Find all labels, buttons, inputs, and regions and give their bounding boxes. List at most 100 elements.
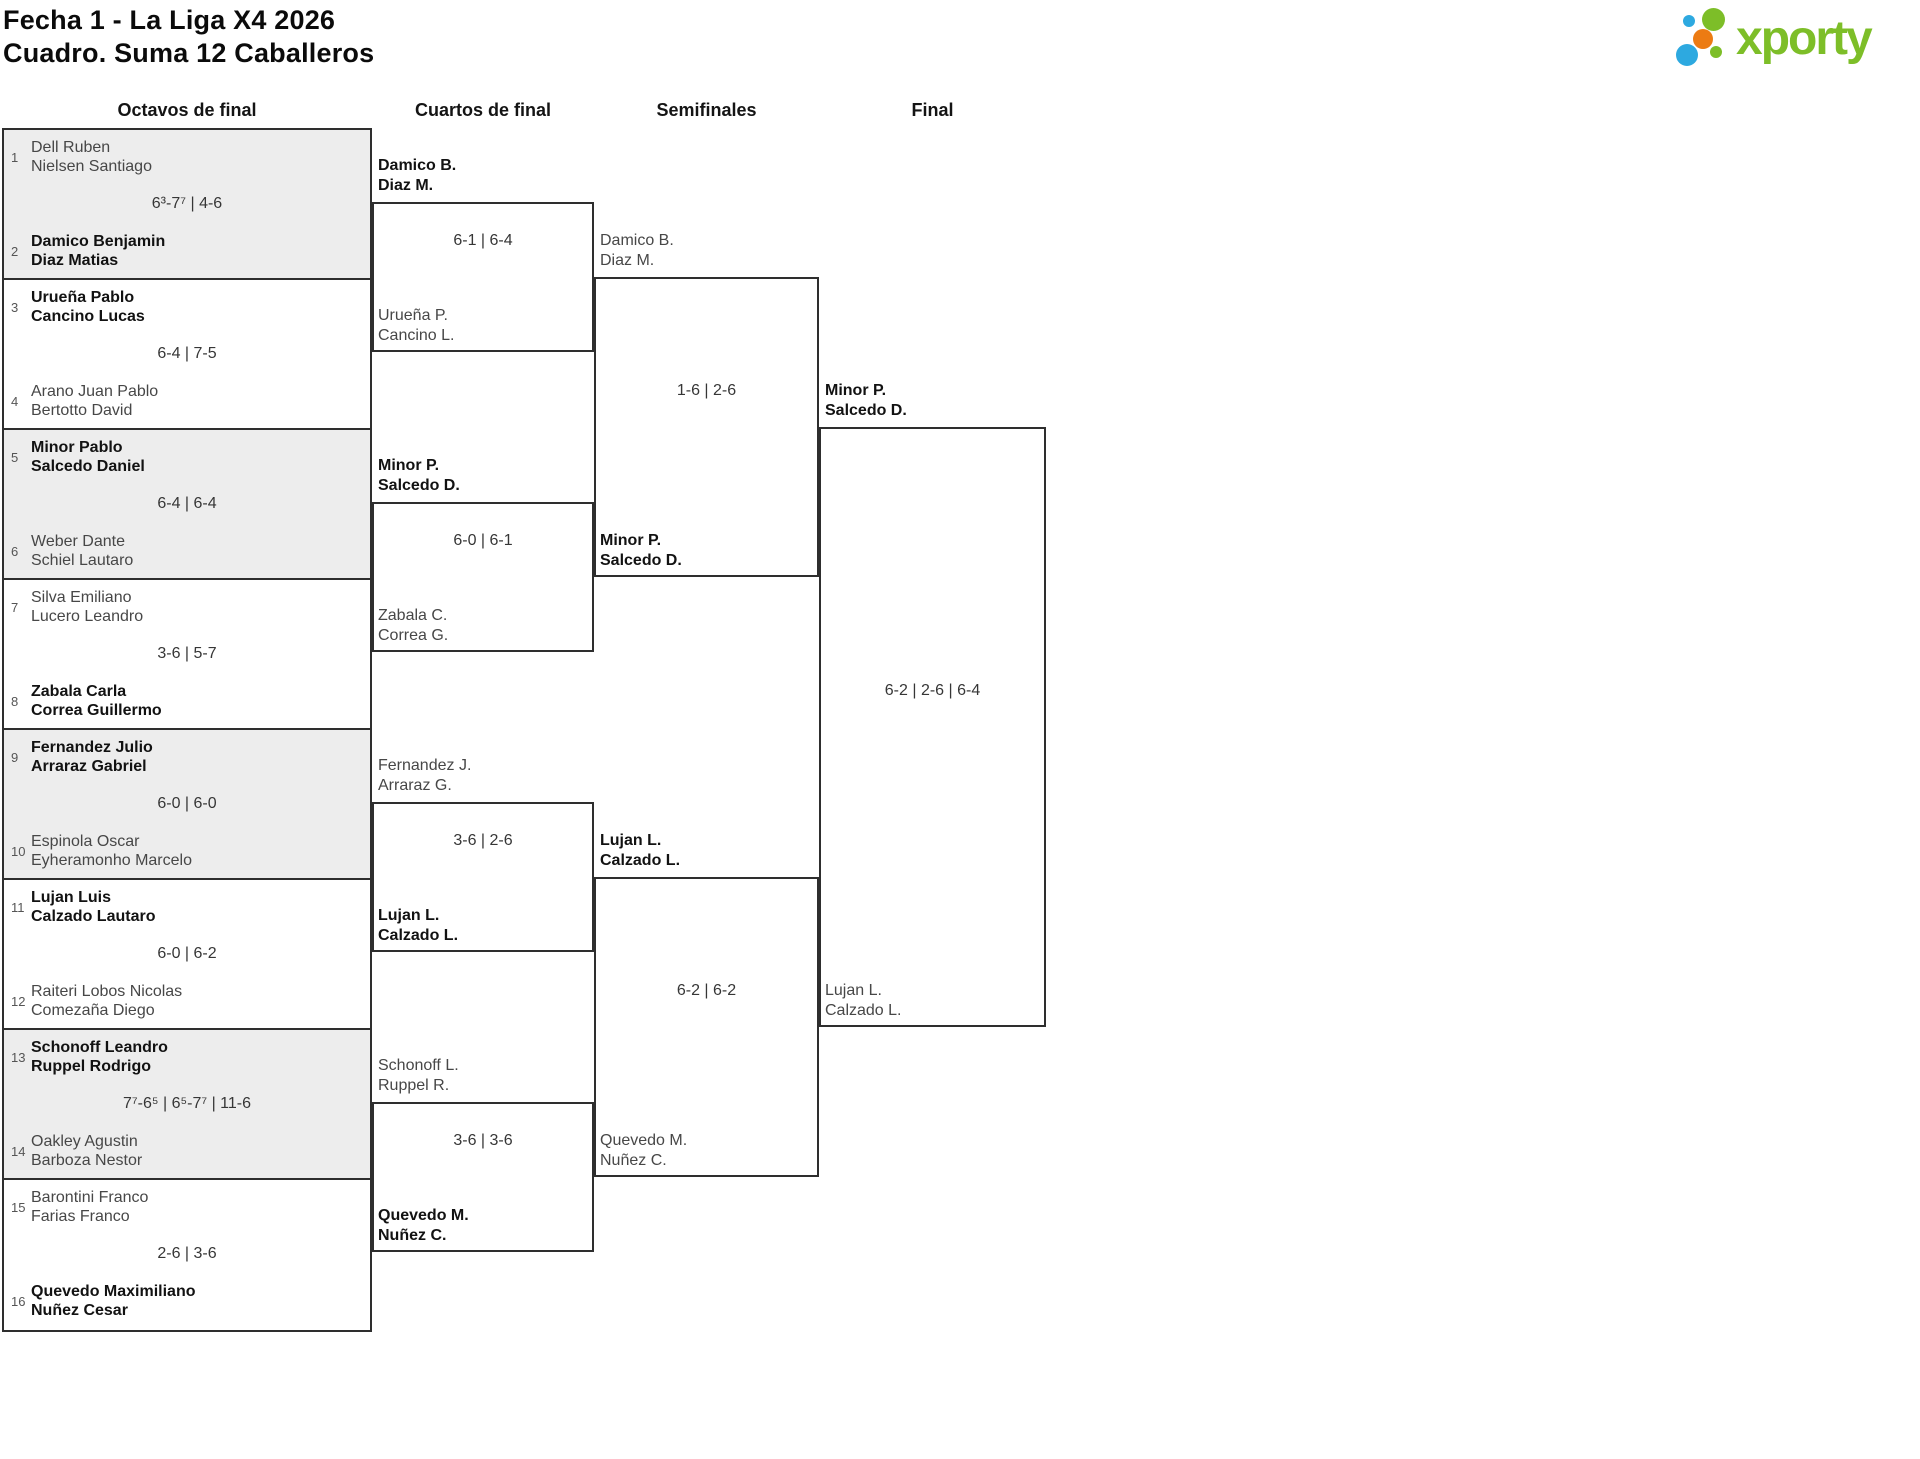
cuartos-4-team-bottom: Quevedo M. Nuñez C. — [378, 1206, 469, 1246]
player-name: Correa G. — [378, 627, 449, 644]
player-name: Zabala Carla — [31, 683, 127, 700]
player-name: Urueña Pablo — [31, 289, 135, 306]
logo-dot-small-green — [1710, 46, 1722, 58]
player-name: Bertotto David — [31, 402, 133, 419]
match-score: 6-0 | 6-2 — [157, 945, 217, 962]
player-name: Salcedo D. — [378, 477, 460, 494]
player-name: Urueña P. — [378, 307, 448, 324]
logo-wordmark: xporty — [1736, 12, 1873, 65]
seed-number: 2 — [11, 244, 19, 259]
match-score: 3-6 | 5-7 — [157, 645, 217, 662]
player-name: Oakley Agustin — [31, 1133, 138, 1150]
seed-number: 12 — [11, 994, 26, 1009]
player-name: Lujan L. — [825, 982, 882, 999]
player-name: Weber Dante — [31, 533, 125, 550]
match-score: 6-2 | 2-6 | 6-4 — [884, 682, 981, 699]
player-name: Damico B. — [600, 232, 674, 249]
round-header-final: Final — [911, 100, 954, 120]
round-header-semifinales: Semifinales — [656, 100, 757, 120]
cuartos-2-team-top: Minor P. Salcedo D. — [378, 456, 460, 496]
player-name: Salcedo D. — [825, 402, 907, 419]
octavos-match-6: 11 Lujan Luis Calzado Lautaro 6-0 | 6-2 … — [4, 880, 370, 1030]
semifinal-1-team-top: Damico B. Diaz M. — [600, 231, 674, 271]
player-name: Fernandez Julio — [31, 739, 153, 756]
seed-number: 13 — [11, 1050, 26, 1065]
semifinal-2-box: 6-2 | 6-2 — [594, 877, 819, 1177]
player-name: Lujan L. — [600, 832, 662, 849]
player-name: Diaz M. — [378, 177, 434, 194]
player-name: Comezaña Diego — [31, 1002, 155, 1019]
player-name: Raiteri Lobos Nicolas — [31, 983, 183, 1000]
player-name: Schonoff L. — [378, 1057, 459, 1074]
octavos-match-4: 7 Silva Emiliano Lucero Leandro 3-6 | 5-… — [4, 580, 370, 730]
player-name: Ruppel R. — [378, 1077, 450, 1094]
logo-dot-orange — [1693, 29, 1713, 49]
match-score: 2-6 | 3-6 — [157, 1245, 217, 1262]
team-quevedo-nunez: Quevedo Maximiliano Nuñez Cesar — [31, 1282, 364, 1320]
seed-number: 16 — [11, 1294, 26, 1309]
player-name: Schiel Lautaro — [31, 552, 134, 569]
player-name: Minor P. — [378, 457, 440, 474]
logo-dot-big-green — [1702, 8, 1725, 31]
player-name: Arano Juan Pablo — [31, 383, 159, 400]
player-name: Silva Emiliano — [31, 589, 132, 606]
seed-number: 7 — [11, 600, 19, 615]
match-score: 6³-7⁷ | 4-6 — [151, 195, 223, 212]
page-subtitle: Cuadro. Suma 12 Caballeros — [3, 38, 375, 68]
player-name: Lucero Leandro — [31, 608, 144, 625]
octavos-column: 1 Dell Ruben Nielsen Santiago 6³-7⁷ | 4-… — [2, 128, 372, 1332]
semifinal-2-team-top: Lujan L. Calzado L. — [600, 831, 680, 871]
player-name: Salcedo D. — [600, 552, 682, 569]
player-name: Farias Franco — [31, 1208, 130, 1225]
cuartos-match-1-box: 6-1 | 6-4 — [372, 202, 594, 352]
player-name: Nuñez C. — [378, 1227, 447, 1244]
round-header-octavos: Octavos de final — [117, 100, 257, 120]
octavos-match-1: 1 Dell Ruben Nielsen Santiago 6³-7⁷ | 4-… — [4, 130, 370, 280]
player-name: Schonoff Leandro — [31, 1039, 168, 1056]
player-name: Minor P. — [600, 532, 662, 549]
team-lujan-calzado: Lujan Luis Calzado Lautaro — [31, 888, 364, 926]
team-barontini-farias: Barontini Franco Farias Franco — [31, 1188, 364, 1226]
player-name: Correa Guillermo — [31, 702, 162, 719]
player-name: Diaz Matias — [31, 252, 119, 269]
match-score: 6-4 | 6-4 — [157, 495, 217, 512]
semifinal-2-team-bottom: Quevedo M. Nuñez C. — [600, 1131, 687, 1171]
semifinal-1-box: 1-6 | 2-6 — [594, 277, 819, 577]
cuartos-match-2-box: 6-0 | 6-1 — [372, 502, 594, 652]
match-score: 6-0 | 6-1 — [453, 532, 513, 549]
player-name: Calzado L. — [825, 1002, 902, 1019]
page-title: Fecha 1 - La Liga X4 2026 — [3, 5, 336, 35]
player-name: Zabala C. — [378, 607, 448, 624]
player-name: Salcedo Daniel — [31, 458, 145, 475]
player-name: Quevedo Maximiliano — [31, 1283, 196, 1300]
octavos-match-8: 15 Barontini Franco Farias Franco 2-6 | … — [4, 1180, 370, 1330]
player-name: Calzado Lautaro — [31, 908, 156, 925]
match-score: 6-4 | 7-5 — [157, 345, 217, 362]
team-raiteri-comezana: Raiteri Lobos Nicolas Comezaña Diego — [31, 982, 364, 1020]
player-name: Lujan L. — [378, 907, 440, 924]
seed-number: 1 — [11, 150, 19, 165]
seed-number: 3 — [11, 300, 19, 315]
player-name: Diaz M. — [600, 252, 655, 269]
team-silva-lucero: Silva Emiliano Lucero Leandro — [31, 588, 364, 626]
seed-number: 11 — [11, 900, 25, 915]
cuartos-1-team-bottom: Urueña P. Cancino L. — [378, 306, 455, 346]
semifinal-1-team-bottom: Minor P. Salcedo D. — [600, 531, 682, 571]
final-box: 6-2 | 2-6 | 6-4 — [819, 427, 1046, 1027]
match-score: 6-2 | 6-2 — [676, 982, 737, 999]
team-weber-schiel: Weber Dante Schiel Lautaro — [31, 532, 364, 570]
player-name: Fernandez J. — [378, 757, 472, 774]
octavos-match-2: 3 Urueña Pablo Cancino Lucas 6-4 | 7-5 4… — [4, 280, 370, 430]
player-name: Nielsen Santiago — [31, 158, 152, 175]
team-damico-diaz: Damico Benjamin Diaz Matias — [31, 232, 364, 270]
player-name: Arraraz Gabriel — [31, 758, 147, 775]
team-espinola-eyheramonho: Espinola Oscar Eyheramonho Marcelo — [31, 832, 364, 870]
match-score: 6-1 | 6-4 — [453, 232, 513, 249]
player-name: Lujan Luis — [31, 889, 111, 906]
match-score: 1-6 | 2-6 — [676, 382, 737, 399]
seed-number: 4 — [11, 394, 19, 409]
seed-number: 14 — [11, 1144, 26, 1159]
player-name: Quevedo M. — [600, 1132, 688, 1149]
cuartos-1-team-top: Damico B. Diaz M. — [378, 156, 456, 196]
final-team-bottom: Lujan L. Calzado L. — [825, 981, 902, 1021]
